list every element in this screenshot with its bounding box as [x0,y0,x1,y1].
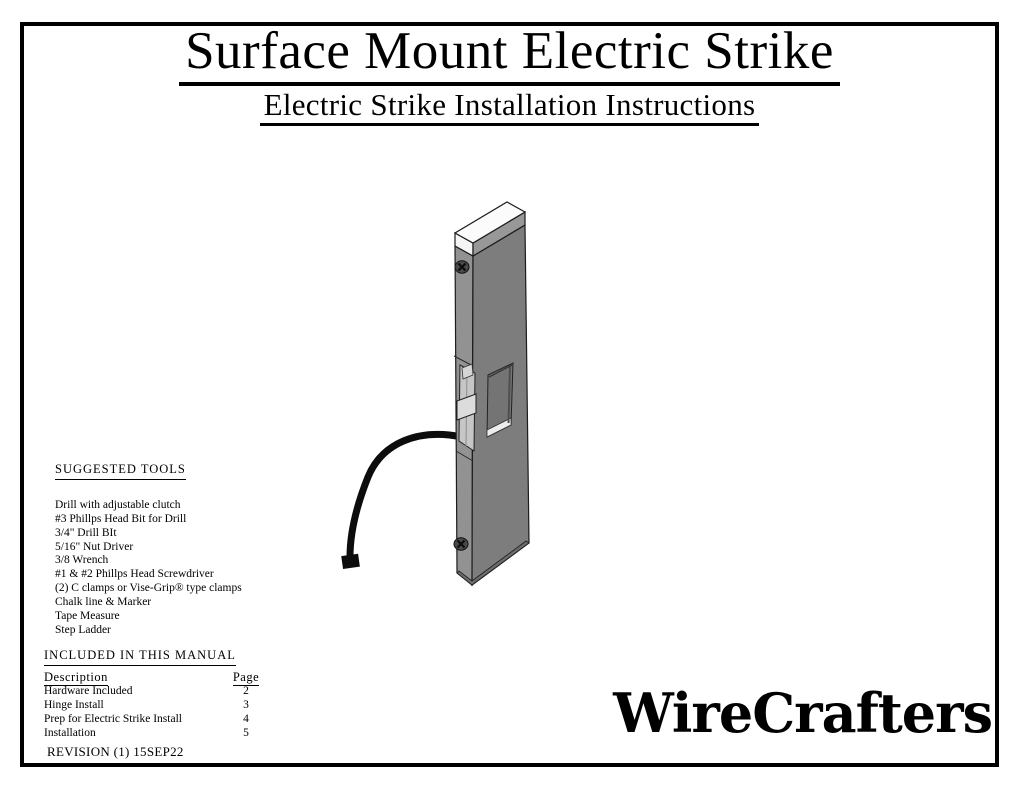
manual-row-page: 2 [243,685,249,697]
strike-cable [346,430,466,561]
screw-bottom-icon [453,537,469,551]
keeper-top-tab [461,363,474,380]
manual-table: Description Page Hardware Included 2 Hin… [44,670,262,740]
suggested-tools-section: SUGGESTED TOOLS Drill with adjustable cl… [55,460,242,637]
page-subtitle: Electric Strike Installation Instruction… [259,89,760,126]
tools-heading: SUGGESTED TOOLS [55,462,186,480]
module-seam-bottom [455,450,474,462]
recess-right-wall [507,364,511,424]
screw-top-icon [454,260,470,274]
manual-contents-section: INCLUDED IN THIS MANUAL Description Page… [44,646,262,740]
revision-note: REVISION (1) 15SEP22 [47,744,184,759]
cap-top-face [453,201,527,244]
manual-row-description: Hardware Included [44,685,133,697]
col-header-page: Page [232,670,260,686]
electric-strike-isometric-drawing [341,201,530,587]
keeper-latch [456,393,477,421]
module-seam-top [453,355,474,367]
manual-row-page: 3 [243,699,249,711]
manual-row-description: Prep for Electric Strike Install [44,713,182,725]
strike-top-cap [453,201,527,258]
brand-logo: WireCrafters [613,681,993,745]
tool-item: Chalk line & Marker [55,595,152,608]
tool-item: Drill with adjustable clutch [55,499,181,511]
recess-top-shadow [488,364,513,378]
page-title: Surface Mount Electric Strike [179,25,840,86]
tool-item: 3/8 Wrench [55,554,109,567]
manual-row-description: Installation [44,727,96,739]
strike-bottom-edge [456,540,530,586]
manual-row-page: 5 [243,727,249,739]
page-border [20,22,999,767]
tool-item: (2) C clamps or Vise-Grip® type clamps [55,582,242,595]
col-header-description: Description [44,670,108,686]
strike-recess [486,362,514,438]
manual-row-page: 4 [243,713,249,725]
tools-list: Drill with adjustable clutch #3 Phillps … [55,499,242,637]
cable-connector [341,553,360,570]
manual-heading: INCLUDED IN THIS MANUAL [44,648,236,666]
tool-item: #1 & #2 Phillps Head Screwdriver [55,568,214,581]
strike-keeper [456,363,477,452]
tool-item: 3/4" Drill BIt [55,526,117,539]
title-block: Surface Mount Electric Strike Electric S… [20,25,999,126]
tool-item: Step Ladder [55,623,111,636]
recess-sill [486,417,512,438]
tool-item: #3 Phillps Head Bit for Drill [55,512,187,525]
manual-row-description: Hinge Install [44,699,104,711]
tool-item: 5/16" Nut Driver [55,540,134,553]
electric-strike-figure [330,185,560,595]
tool-item: Tape Measure [55,609,120,622]
